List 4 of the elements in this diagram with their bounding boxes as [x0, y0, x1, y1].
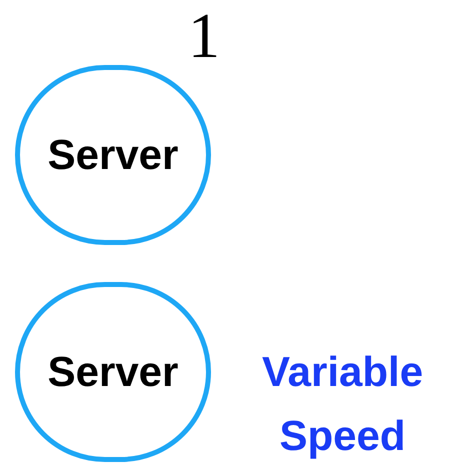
step-number: 1	[188, 4, 220, 68]
node-label: Server	[48, 134, 178, 176]
node-label: Server	[48, 351, 178, 393]
speed-note: Variable Speed	[260, 347, 424, 461]
